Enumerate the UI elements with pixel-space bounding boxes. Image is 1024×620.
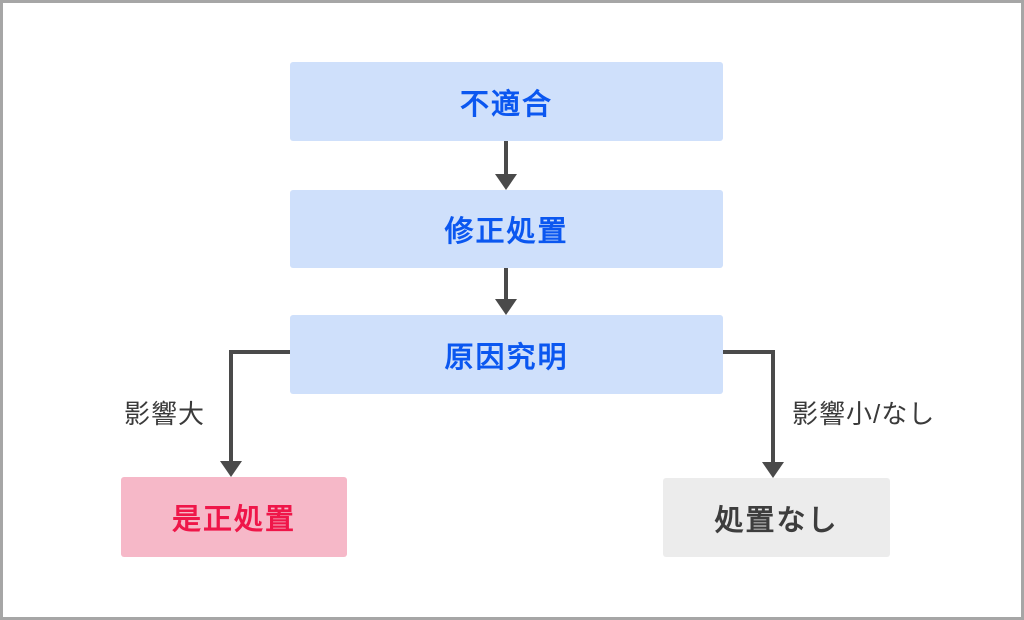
arrow-down-icon <box>495 174 517 190</box>
connector-line <box>504 141 508 177</box>
arrow-down-icon <box>495 299 517 315</box>
connector-line <box>723 350 775 354</box>
connector-line <box>771 350 775 463</box>
branch-label-small-or-no-impact: 影響小/なし <box>792 399 936 429</box>
flow-node-correction: 修正処置 <box>290 190 723 268</box>
flow-node-no-action: 処置なし <box>663 478 890 557</box>
branch-label-large-impact: 影響大 <box>124 399 206 429</box>
flow-node-nonconformity: 不適合 <box>290 62 723 141</box>
arrow-down-icon <box>220 461 242 477</box>
connector-line <box>229 350 233 462</box>
connector-line <box>229 350 290 354</box>
connector-line <box>504 268 508 302</box>
flow-node-root-cause: 原因究明 <box>290 315 723 394</box>
flow-node-corrective-action: 是正処置 <box>121 477 347 557</box>
arrow-down-icon <box>762 462 784 478</box>
